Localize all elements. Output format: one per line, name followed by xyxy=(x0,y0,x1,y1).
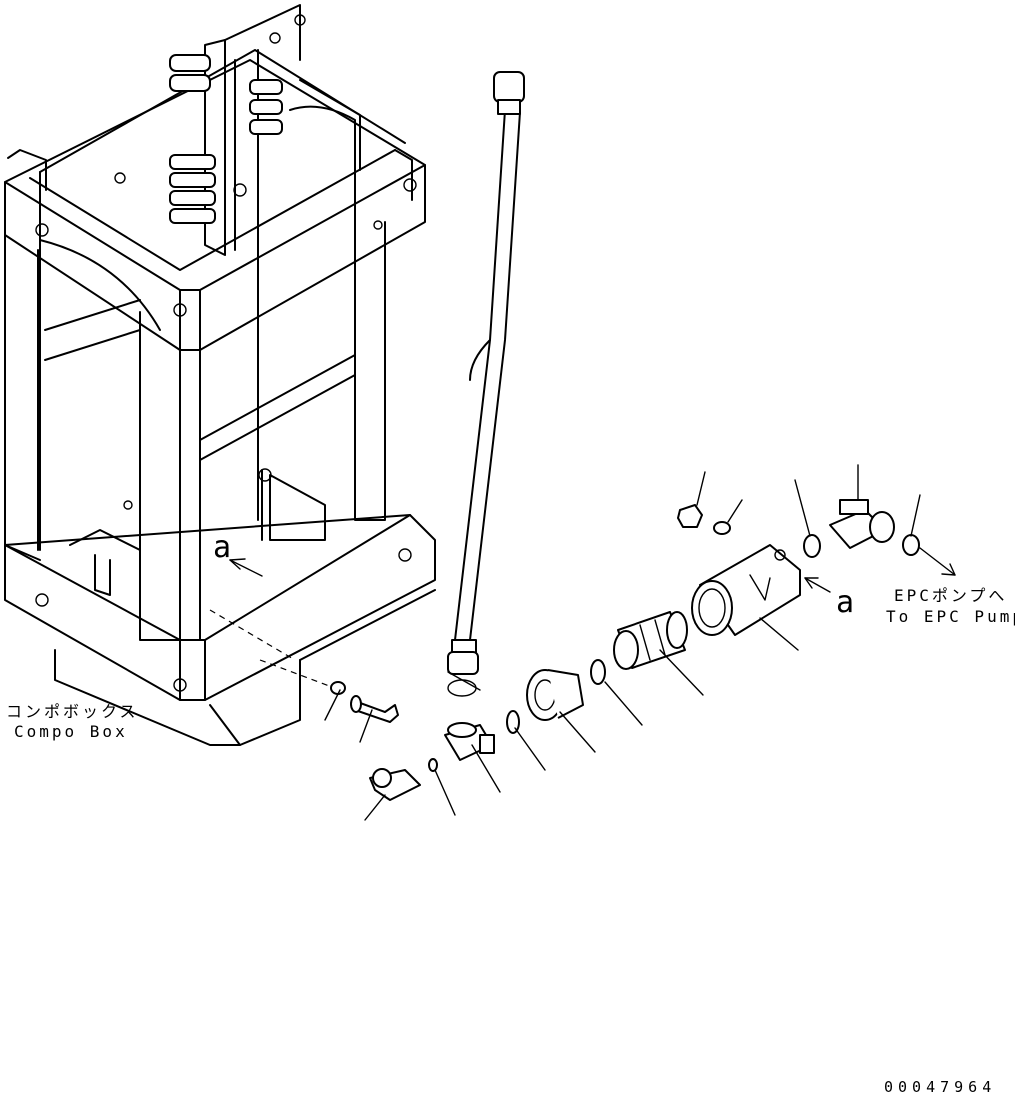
washer-2 xyxy=(713,521,731,535)
hex-nut xyxy=(677,504,703,528)
view-a-arrows xyxy=(229,558,831,593)
o-ring-3 xyxy=(803,534,821,558)
epc-pump-label-jp: EPCポンプへ xyxy=(894,586,1008,605)
hydraulic-hose xyxy=(447,71,525,675)
filter-element xyxy=(613,611,688,670)
view-a-label-right: a xyxy=(836,585,855,620)
elbow-fitting xyxy=(444,722,495,761)
leader-lines xyxy=(324,464,921,821)
drawing-number: 00047964 xyxy=(884,1078,997,1096)
epc-pump-arrow xyxy=(919,547,956,576)
compo-box-label-en: Compo Box xyxy=(14,722,128,741)
compo-box-label-jp: コンポボックス xyxy=(6,702,139,721)
o-ring-4 xyxy=(902,534,920,556)
elbow-fitting-2 xyxy=(829,499,895,549)
sensor-connector xyxy=(369,768,421,801)
small-o-ring xyxy=(428,758,438,772)
compo-box-frame xyxy=(4,4,436,746)
washer xyxy=(330,681,346,695)
epc-pump-label-en: To EPC Pump xyxy=(886,607,1015,626)
o-ring-2 xyxy=(590,659,606,685)
wire-clamp-group xyxy=(169,54,283,224)
plug-nut xyxy=(526,669,584,721)
o-ring-hose xyxy=(447,679,477,697)
filter-case xyxy=(691,544,801,636)
bolt xyxy=(350,695,399,723)
o-ring-1 xyxy=(506,710,520,734)
view-a-label-left: a xyxy=(213,530,232,565)
